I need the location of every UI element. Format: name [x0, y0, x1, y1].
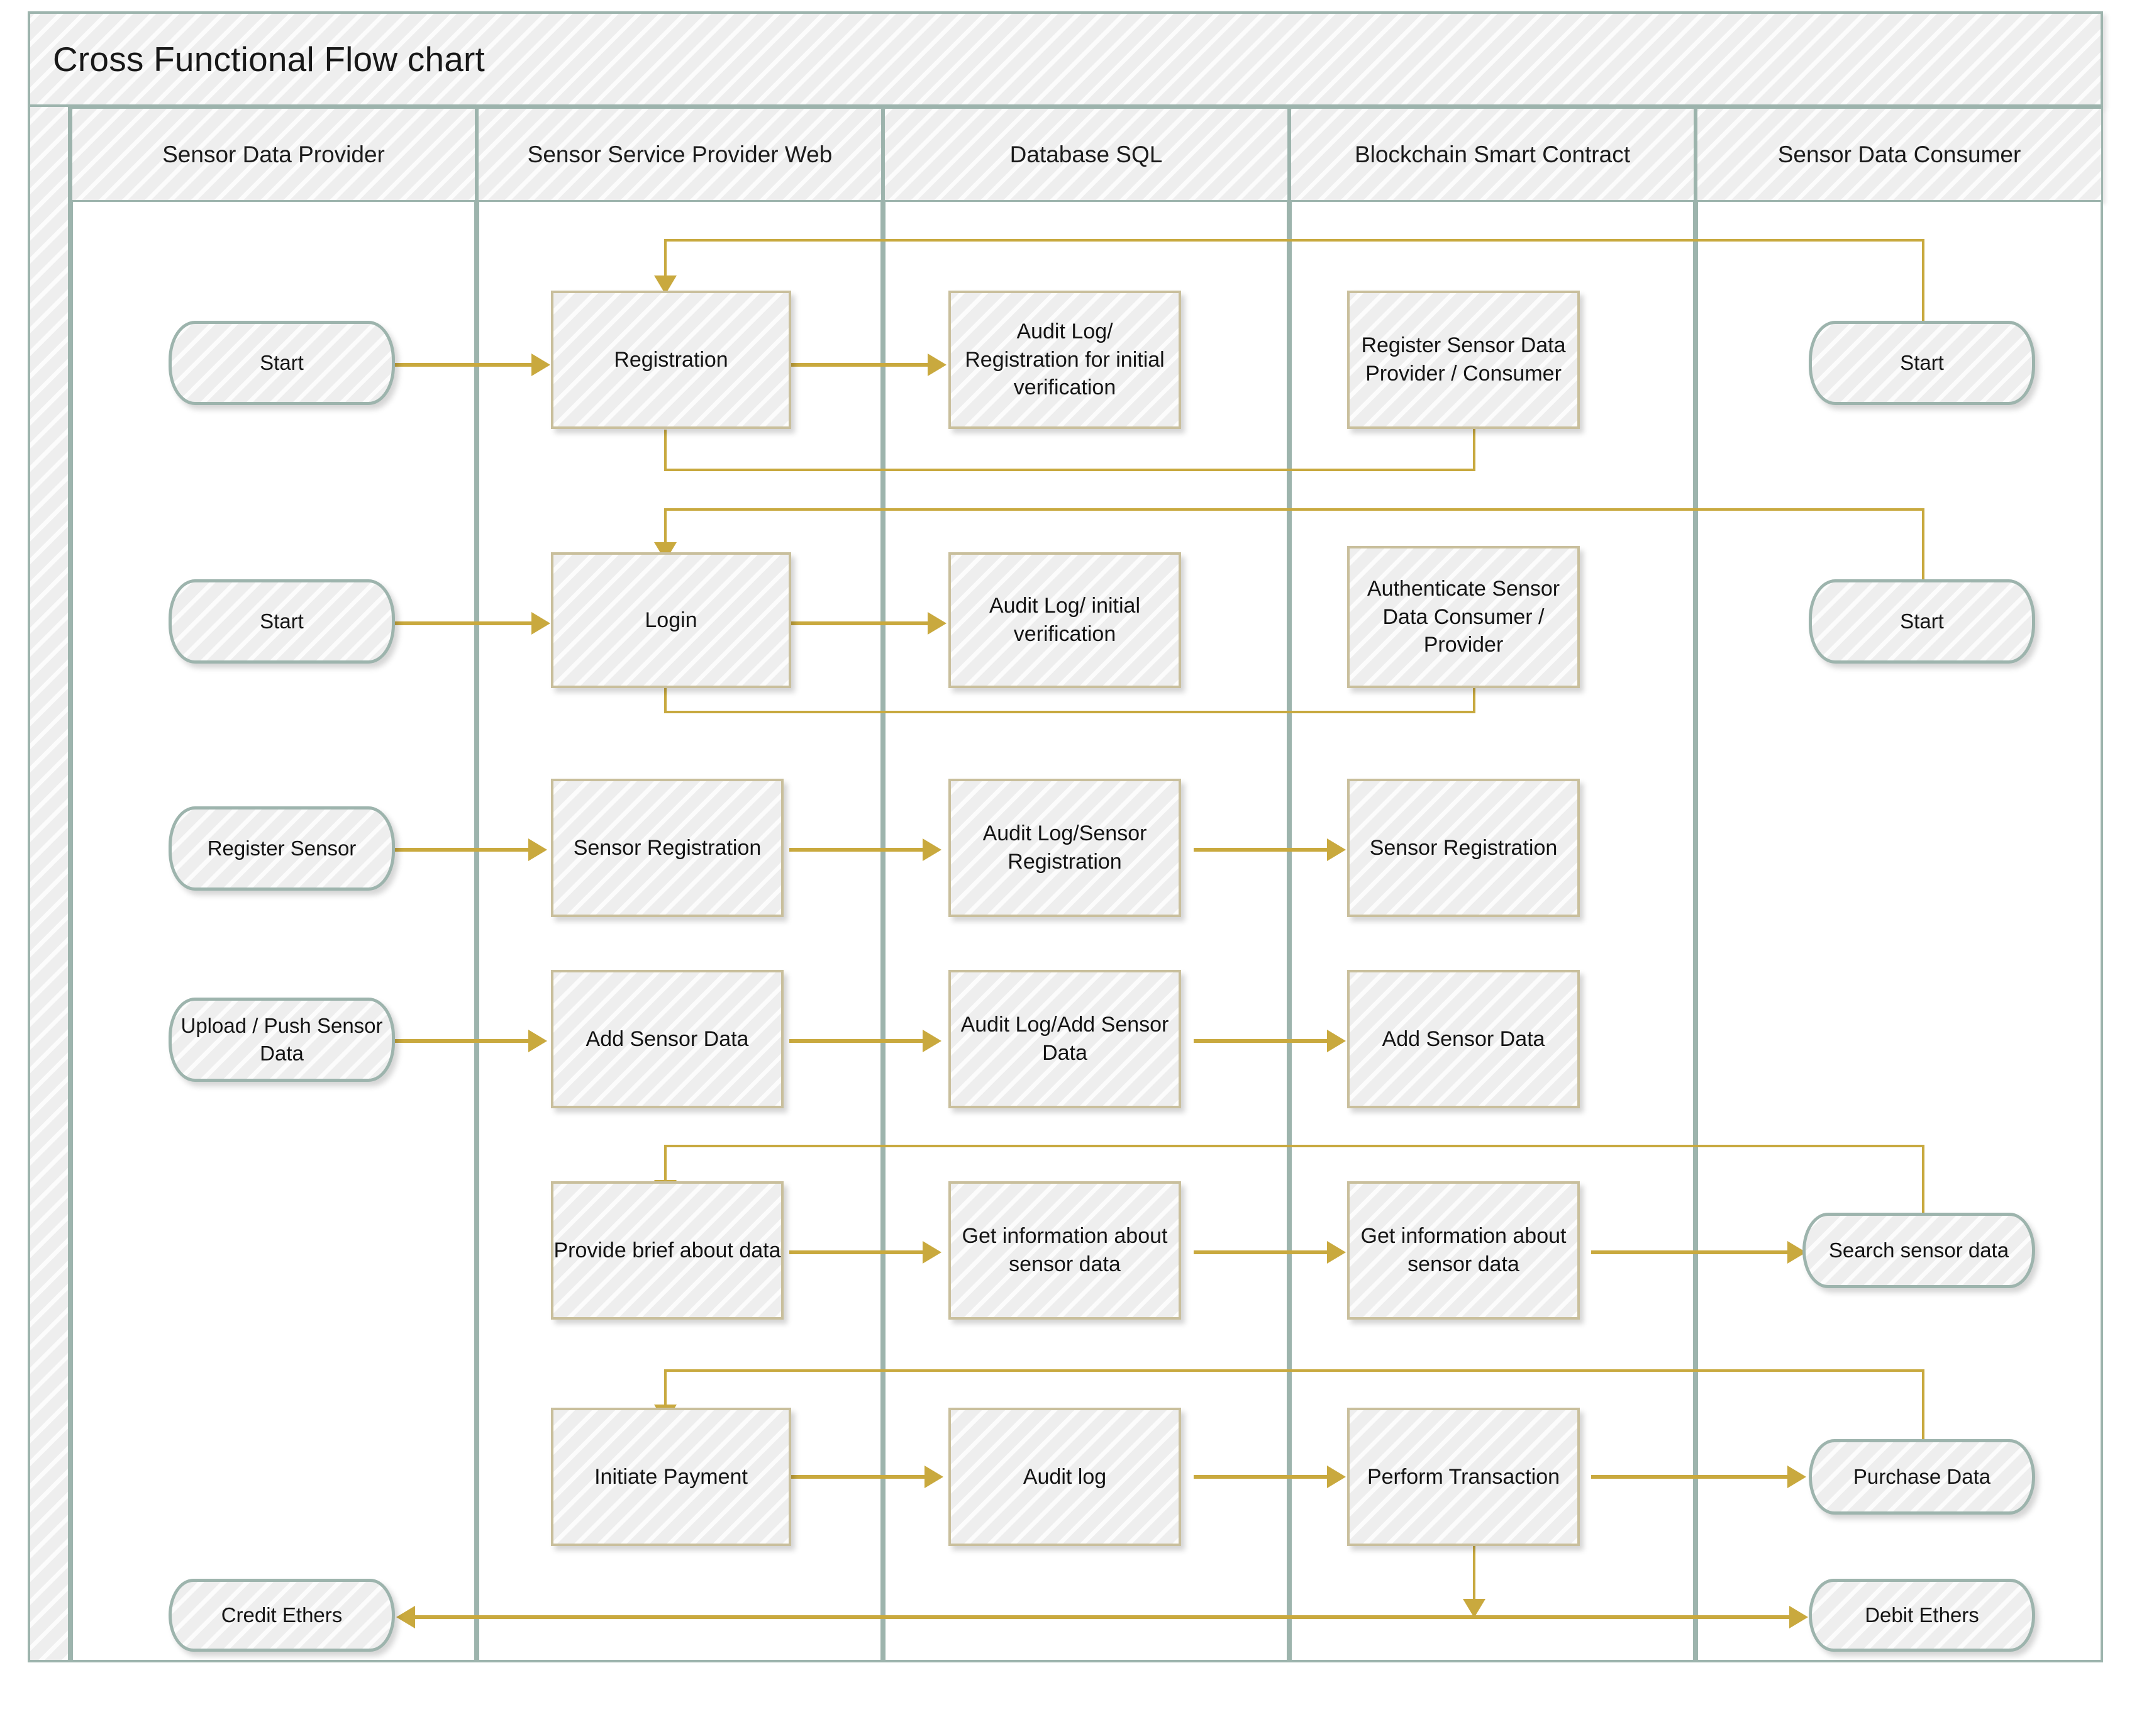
node-perform-transaction[interactable]: Perform Transaction — [1347, 1408, 1580, 1546]
arrowhead-audit-login-in — [928, 612, 947, 635]
arrowhead-add-sensor-data-chain-in — [1327, 1030, 1346, 1052]
node-register-sensor-data-provider-consumer[interactable]: Register Sensor Data Provider / Consumer — [1347, 291, 1580, 429]
pool-bottom-border — [70, 1660, 2103, 1662]
edge-registration-to-chain-horizontal — [664, 469, 1475, 471]
node-debit-ethers[interactable]: Debit Ethers — [1809, 1579, 2035, 1652]
edge-getinfo-chain-to-search — [1591, 1250, 1789, 1254]
arrowhead-get-info-db-in — [923, 1241, 941, 1264]
node-start-consumer-registration[interactable]: Start — [1809, 321, 2035, 405]
edge-audit-to-chain-add — [1194, 1039, 1329, 1043]
node-register-sensor[interactable]: Register Sensor — [169, 806, 395, 891]
node-audit-log-payment[interactable]: Audit log — [948, 1408, 1181, 1546]
diagram-title-bar: Cross Functional Flow chart — [28, 11, 2103, 107]
edge-purchase-left — [664, 1369, 1924, 1372]
node-add-sensor-data-chain[interactable]: Add Sensor Data — [1347, 970, 1580, 1108]
edge-getinfo-db-to-chain — [1194, 1250, 1329, 1254]
node-add-sensor-data-web[interactable]: Add Sensor Data — [551, 970, 784, 1108]
node-provide-brief-about-data[interactable]: Provide brief about data — [551, 1181, 784, 1320]
edge-provide-brief-to-getinfo-db — [789, 1250, 924, 1254]
edge-consumer-start2-down — [664, 508, 667, 551]
node-start-provider-login[interactable]: Start — [169, 579, 395, 664]
edge-login-down — [664, 687, 667, 713]
node-purchase-data[interactable]: Purchase Data — [1809, 1439, 2035, 1515]
node-audit-log-sensor-registration[interactable]: Audit Log/Sensor Registration — [948, 779, 1181, 917]
node-sensor-registration-web[interactable]: Sensor Registration — [551, 779, 784, 917]
edge-search-down — [664, 1145, 667, 1184]
edge-web-to-audit-sensor — [789, 848, 924, 852]
edge-purchase-down — [664, 1369, 667, 1408]
lane-header-band: Sensor Data Provider Sensor Service Prov… — [70, 107, 2103, 202]
arrowhead-perform-transaction-in — [1327, 1466, 1346, 1488]
edge-initiate-payment-to-auditlog — [791, 1475, 926, 1479]
lane-body-provider — [70, 202, 477, 1662]
edge-register-sensor-to-web — [395, 848, 530, 852]
arrowhead-debit-ethers-in — [1789, 1606, 1808, 1628]
edge-purchase-up — [1922, 1369, 1924, 1448]
arrowhead-credit-ethers-in — [396, 1606, 415, 1628]
node-initiate-payment[interactable]: Initiate Payment — [551, 1408, 791, 1546]
arrowhead-audit-sensor-registration-in — [923, 838, 941, 861]
node-get-information-db[interactable]: Get information about sensor data — [948, 1181, 1181, 1320]
edge-consumer-start-down — [664, 239, 667, 292]
lane-header-db[interactable]: Database SQL — [883, 107, 1289, 202]
edge-start-to-registration — [395, 363, 533, 367]
node-search-sensor-data[interactable]: Search sensor data — [1802, 1213, 2035, 1288]
node-start-provider-registration[interactable]: Start — [169, 321, 395, 405]
node-authenticate-consumer-provider[interactable]: Authenticate Sensor Data Consumer / Prov… — [1347, 546, 1580, 688]
node-upload-push-sensor-data[interactable]: Upload / Push Sensor Data — [169, 998, 395, 1082]
edge-consumer-start2-up — [1922, 508, 1924, 584]
lane-body-consumer — [1696, 202, 2103, 1662]
edge-consumer-start-left — [664, 239, 1924, 242]
edge-consumer-start-up — [1922, 239, 1924, 321]
edge-perform-transaction-to-purchase — [1591, 1475, 1789, 1479]
arrowhead-login-in — [531, 612, 550, 635]
arrowhead-transaction-split — [1463, 1599, 1485, 1618]
edge-search-up — [1922, 1145, 1924, 1223]
node-get-information-chain[interactable]: Get information about sensor data — [1347, 1181, 1580, 1320]
edge-login-to-audit — [791, 621, 930, 625]
arrowhead-add-sensor-data-web-in — [528, 1030, 547, 1052]
lane-header-provider[interactable]: Sensor Data Provider — [70, 107, 477, 202]
edge-audit-to-chain-sensor — [1194, 848, 1329, 852]
lane-header-blockchain[interactable]: Blockchain Smart Contract — [1289, 107, 1696, 202]
edge-web-to-audit-add — [789, 1039, 924, 1043]
edge-registration-to-audit — [791, 363, 930, 367]
edge-upload-to-web — [395, 1039, 530, 1043]
arrowhead-sensor-registration-web-in — [528, 838, 547, 861]
edge-consumer-start2-left — [664, 508, 1924, 511]
edge-perform-transaction-down — [1473, 1542, 1475, 1616]
node-audit-log-initial-verification[interactable]: Audit Log/ initial verification — [948, 552, 1181, 688]
arrowhead-audit-registration-in — [928, 353, 947, 376]
node-audit-log-add-sensor-data[interactable]: Audit Log/Add Sensor Data — [948, 970, 1181, 1108]
edge-auditlog-to-perform-transaction — [1194, 1475, 1329, 1479]
node-start-consumer-login[interactable]: Start — [1809, 579, 2035, 664]
lane-header-web[interactable]: Sensor Service Provider Web — [477, 107, 883, 202]
page-title: Cross Functional Flow chart — [53, 40, 486, 79]
node-registration[interactable]: Registration — [551, 291, 791, 429]
edge-start-to-login — [395, 621, 533, 625]
edge-login-to-chain-horizontal — [664, 711, 1475, 713]
edge-search-left — [664, 1145, 1924, 1147]
pool-left-gutter — [28, 107, 70, 1662]
node-login[interactable]: Login — [551, 552, 791, 688]
arrowhead-sensor-registration-chain-in — [1327, 838, 1346, 861]
edge-ethers-distribution-bar — [415, 1615, 1792, 1619]
arrowhead-purchase-data-in — [1787, 1466, 1806, 1488]
arrowhead-registration-in — [531, 353, 550, 376]
node-audit-log-registration[interactable]: Audit Log/ Registration for initial veri… — [948, 291, 1181, 429]
node-sensor-registration-chain[interactable]: Sensor Registration — [1347, 779, 1580, 917]
arrowhead-audit-log-payment-in — [924, 1466, 943, 1488]
node-credit-ethers[interactable]: Credit Ethers — [169, 1579, 395, 1652]
lane-header-consumer[interactable]: Sensor Data Consumer — [1696, 107, 2103, 202]
arrowhead-audit-add-sensor-data-in — [923, 1030, 941, 1052]
edge-registration-to-chain-up — [1473, 403, 1475, 470]
edge-registration-down — [664, 430, 667, 470]
arrowhead-get-info-chain-in — [1327, 1241, 1346, 1264]
